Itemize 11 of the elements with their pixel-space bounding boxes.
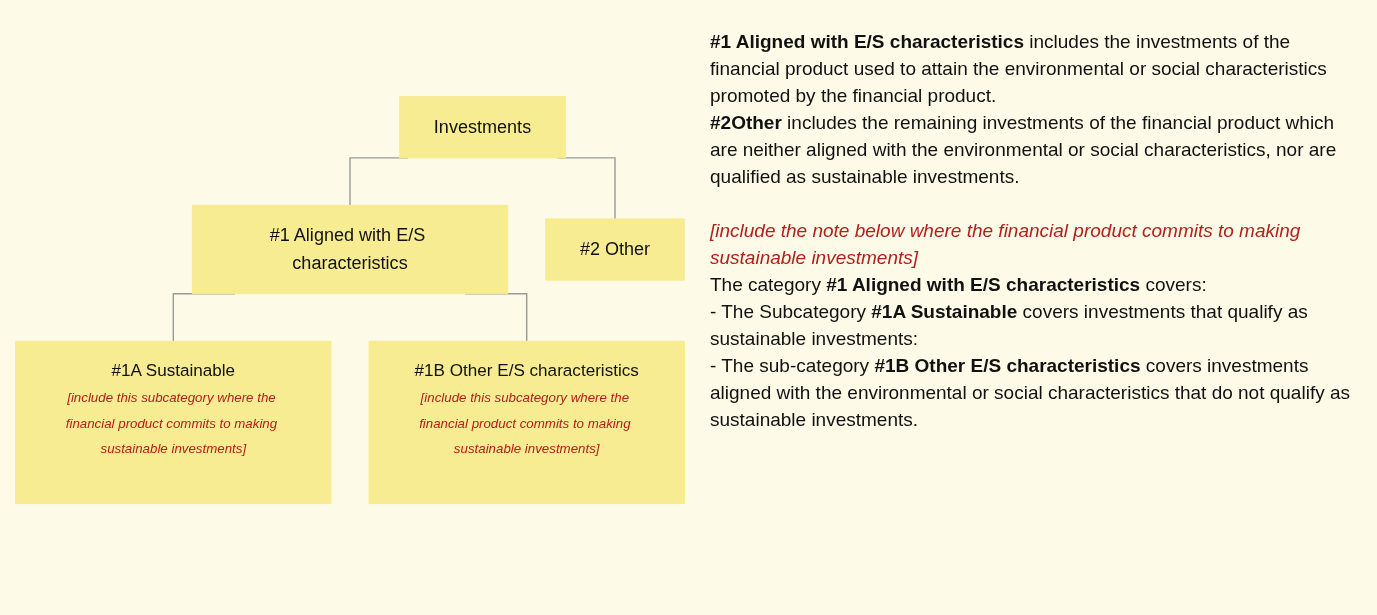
description-text: - The sub-category #1B Other E/S characteristics covers investments aligned with the environmental or social characteristics that do not qualify as sustainable investments. [710,354,1350,432]
node-box: #1B Other E/S characteristics [include this subcategory where the financial product commits to making sustainable investments] [368,340,685,504]
node-box: #1A Sustainable [include this subcategory where the financial product commits to making sustainable investments] [15,340,332,504]
node-box: #2 Other [545,218,685,281]
description-text: #2Other includes the remaining investments of the financial product which are neither aligned with the environmental or social characteristics, nor are qualified as sustainable investments. [710,111,1338,189]
note-text: [include the note below where the financial product commits to making sustainable investments] [710,219,1302,270]
description-text: - The Subcategory #1A Sustainable covers investments that qualify as sustainable investments: [710,300,1309,351]
node-box: #1 Aligned with E/S characteristics [191,204,509,295]
description-text: The category #1 Aligned with E/S characteristics covers: [710,273,1208,297]
description-text: #1 Aligned with E/S characteristics includes the investments of the financial product used to attain the environmental or social characteristics promoted by the financial product. [710,30,1328,108]
node-box: Investments [399,96,566,159]
